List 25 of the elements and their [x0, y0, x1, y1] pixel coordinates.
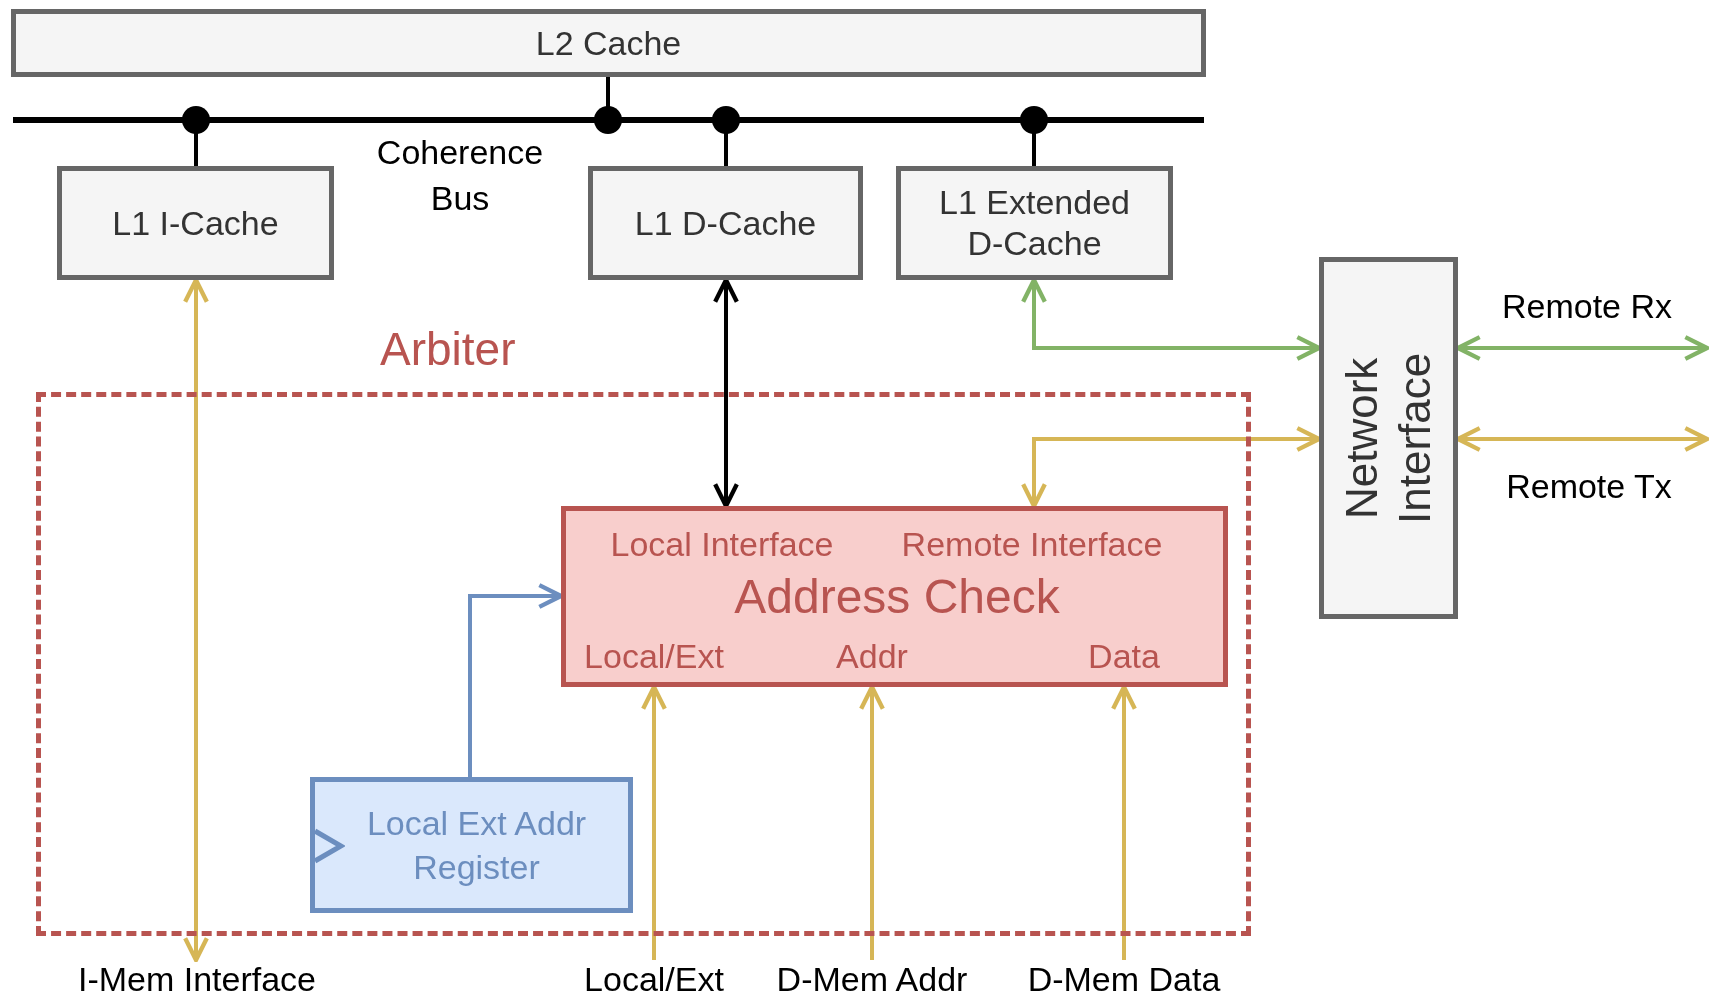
register-box	[310, 777, 633, 913]
signal-label: I-Mem Interface	[40, 960, 354, 1002]
port-label: Remote Interface	[901, 524, 1163, 564]
block-title: Address Check	[734, 568, 1060, 624]
interface-box	[1319, 257, 1458, 619]
cache-box: L1 Extended D-Cache	[896, 166, 1173, 280]
cache-box: L1 D-Cache	[588, 166, 863, 280]
bus-tap-line	[1020, 106, 1048, 166]
box-label: Network Interface	[1335, 351, 1440, 526]
signal-label: D-Mem Data	[1010, 960, 1238, 1002]
logic-block	[561, 506, 1228, 687]
bus-tap-line	[594, 77, 622, 134]
signal-label: Local/Ext	[570, 960, 738, 1002]
bus-tap-line	[182, 106, 210, 166]
bus-tap-line	[712, 106, 740, 166]
port-label: Addr	[836, 636, 908, 676]
port-label: Local Interface	[610, 524, 834, 564]
cache-box: L2 Cache	[11, 9, 1206, 77]
signal-label: D-Mem Addr	[760, 960, 984, 1002]
bus-label: Coherence Bus	[375, 132, 545, 219]
cache-box: L1 I-Cache	[57, 166, 334, 280]
box-label: Local Ext Addr Register	[365, 802, 588, 888]
port-label: Data	[1088, 636, 1160, 676]
port-label: Local/Ext	[584, 636, 724, 676]
region-title: Arbiter	[380, 322, 516, 376]
